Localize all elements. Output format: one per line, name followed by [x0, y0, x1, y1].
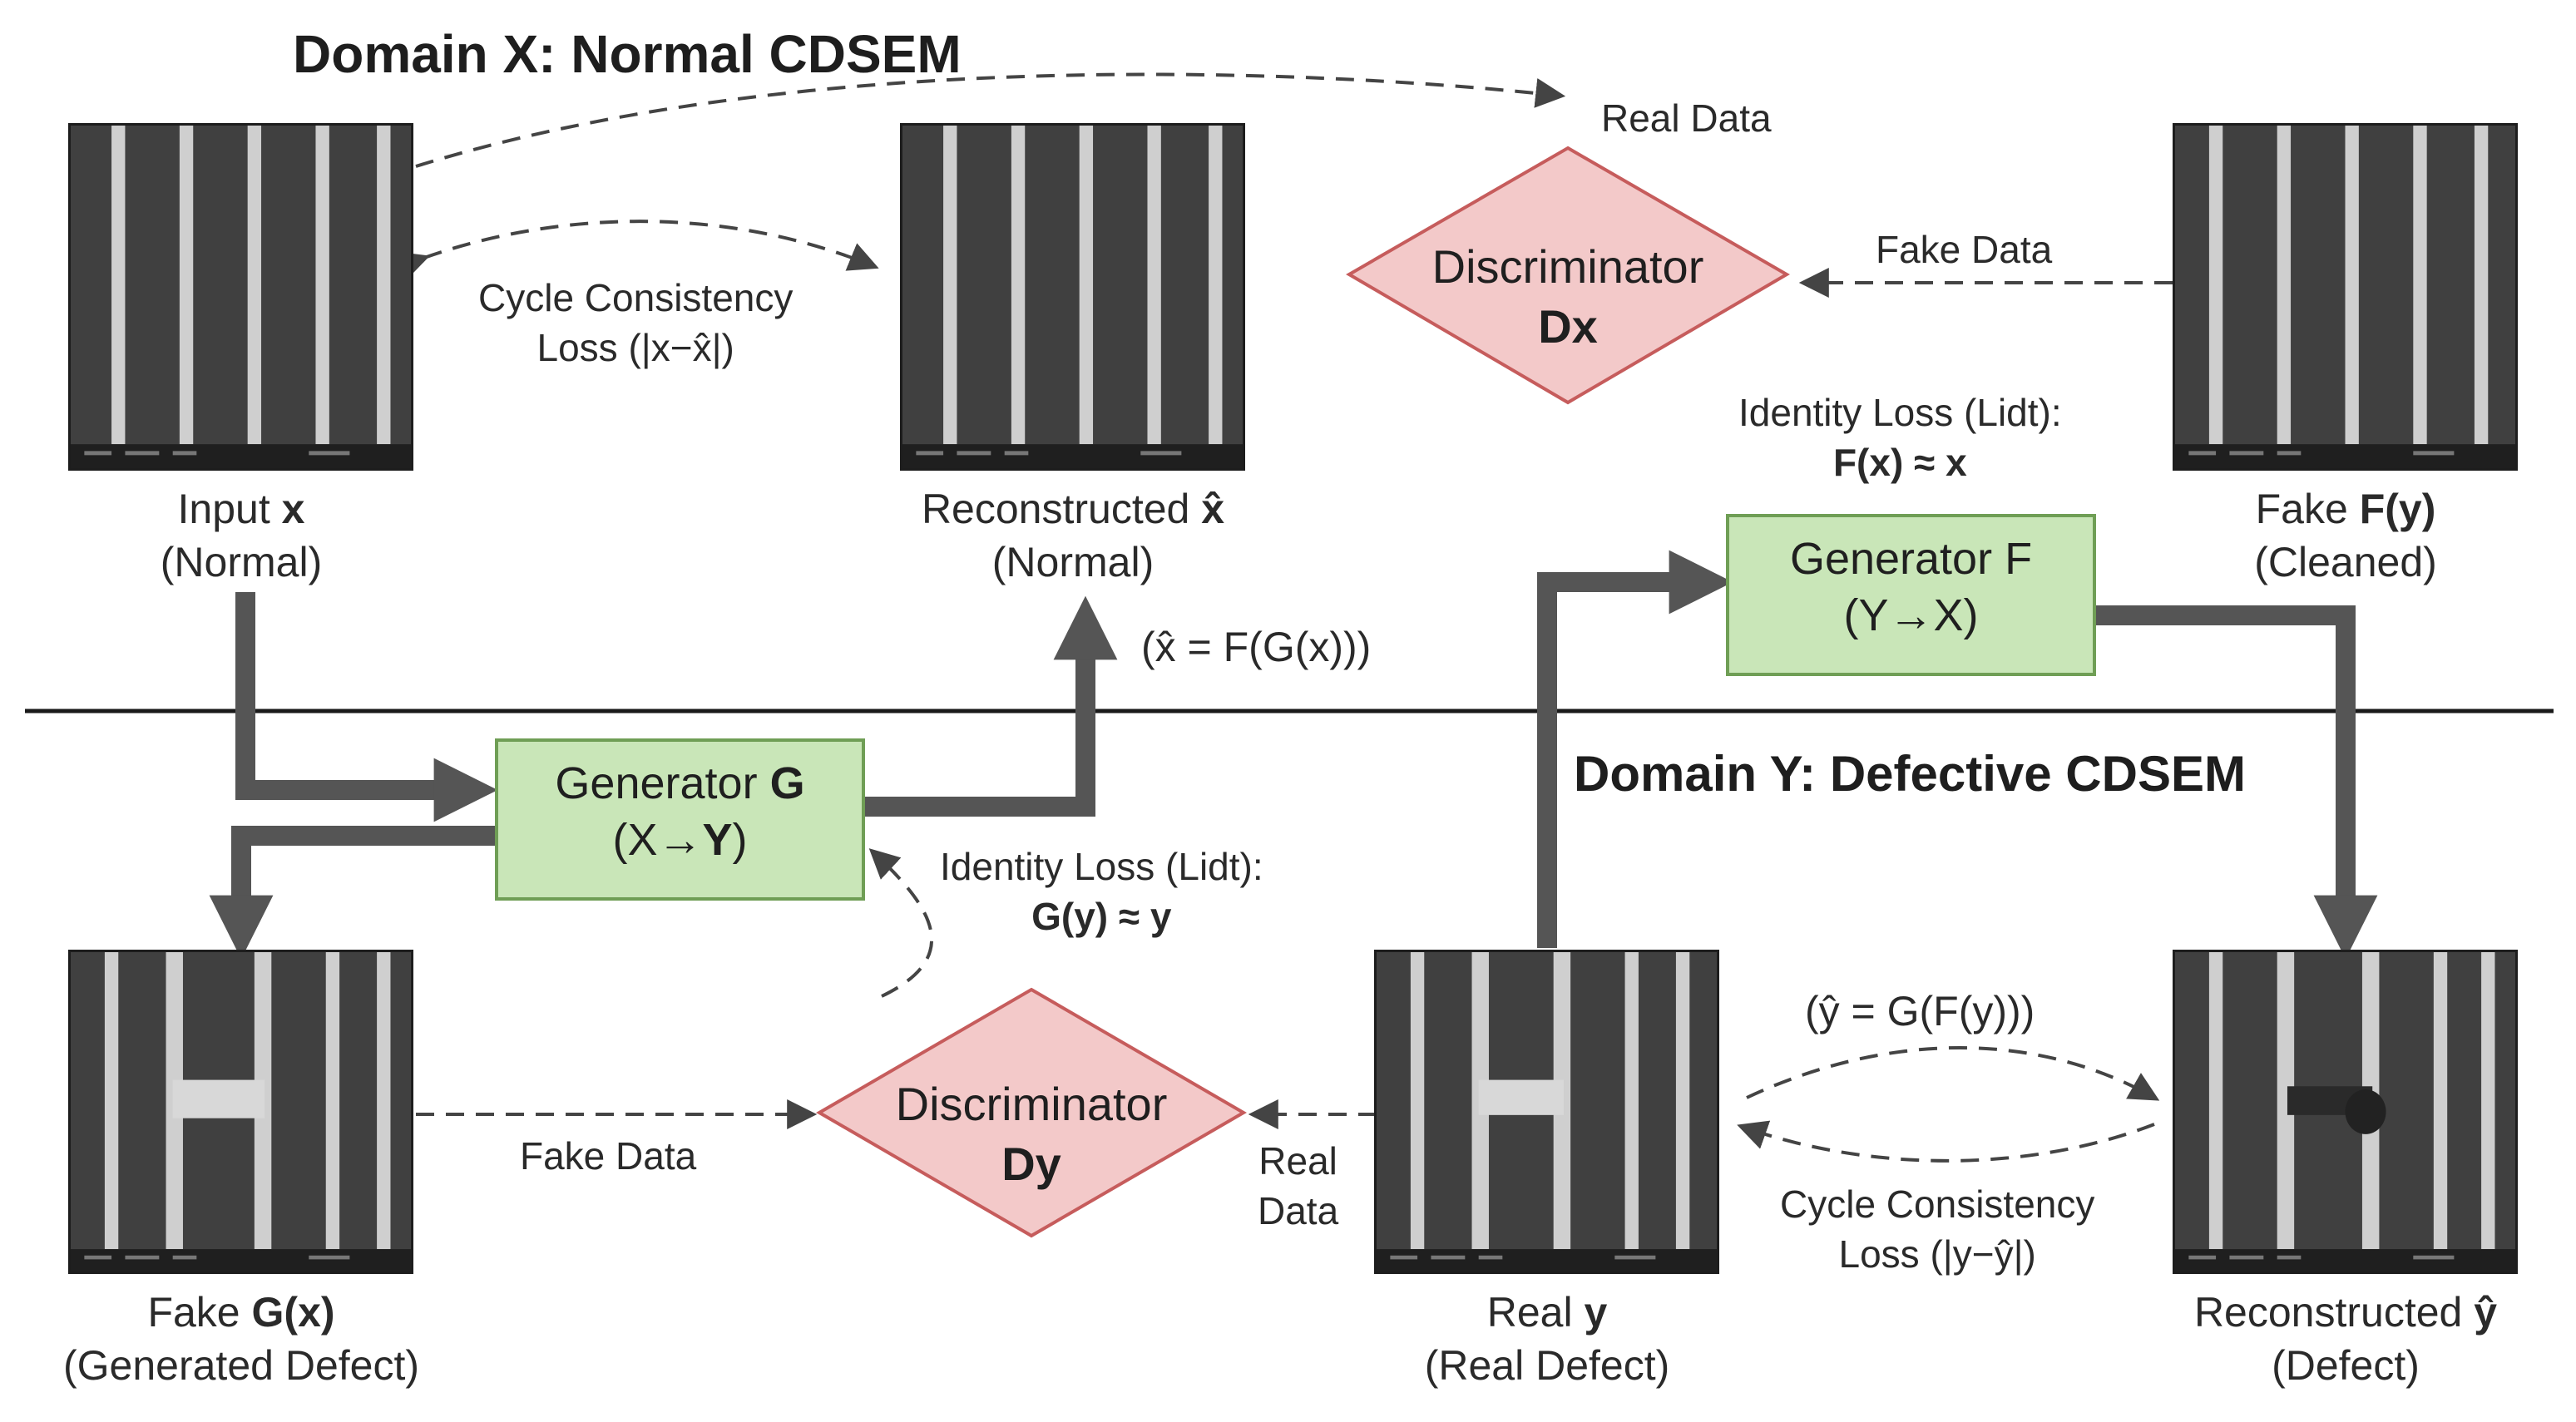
domain-x-title: Domain X: Normal CDSEM: [293, 24, 962, 84]
discriminator-dy-diamond: [816, 987, 1247, 1238]
real-y-image: [1374, 950, 1719, 1274]
reconstructed-y-image: [2173, 950, 2518, 1274]
input-x-caption: Input x(Normal): [160, 486, 323, 585]
reconstructed-y-caption: Reconstructed ŷ(Defect): [2193, 1289, 2498, 1389]
fake-gx-image: [68, 950, 413, 1274]
dashed-input-x-to-dx: [415, 72, 1566, 168]
arrow-generator-g-to-fake-gx: [209, 826, 499, 960]
real-data-label-top: Real Data: [1601, 96, 1772, 140]
reconstructed-x-image: [900, 123, 1245, 471]
fake-gx-caption: Fake G(x)(Generated Defect): [63, 1289, 419, 1389]
identity-loss-g-label: Identity Loss (Lidt):G(y) ≈ y: [940, 845, 1263, 938]
generator-f-box: Generator F(Y→X): [1726, 514, 2096, 676]
arrow-input-x-to-generator-g: [235, 592, 498, 822]
fake-fy-caption: Fake F(y)(Cleaned): [2254, 486, 2437, 585]
arrow-generator-g-to-recon-x: [865, 595, 1118, 817]
arrow-generator-f-to-recon-y: [2096, 605, 2378, 960]
dashed-identity-g: [868, 848, 933, 998]
yhat-formula-label: (ŷ = G(F(y))): [1805, 988, 2035, 1034]
dashed-cycle-x: [396, 220, 879, 280]
fake-fy-image: [2173, 123, 2518, 471]
generator-g-box: Generator G(X→Y): [495, 738, 865, 901]
reconstructed-x-caption: Reconstructed x̂(Normal): [921, 486, 1225, 585]
input-x-image: [68, 123, 413, 471]
arrow-real-y-to-generator-f: [1537, 550, 1733, 948]
dashed-cycle-y-top: [1746, 1046, 2160, 1101]
fake-data-label-top: Fake Data: [1876, 228, 2053, 271]
dashed-cycle-y-bottom: [1737, 1120, 2155, 1163]
domain-y-title: Domain Y: Defective CDSEM: [1574, 746, 2246, 802]
identity-loss-f-label: Identity Loss (Lidt):F(x) ≈ x: [1738, 391, 2062, 484]
discriminator-dx-diamond: [1346, 146, 1790, 405]
xhat-formula-label: (x̂ = F(G(x))): [1141, 624, 1372, 670]
fake-data-label-bottom: Fake Data: [520, 1134, 697, 1178]
real-y-caption: Real y(Real Defect): [1424, 1289, 1670, 1389]
